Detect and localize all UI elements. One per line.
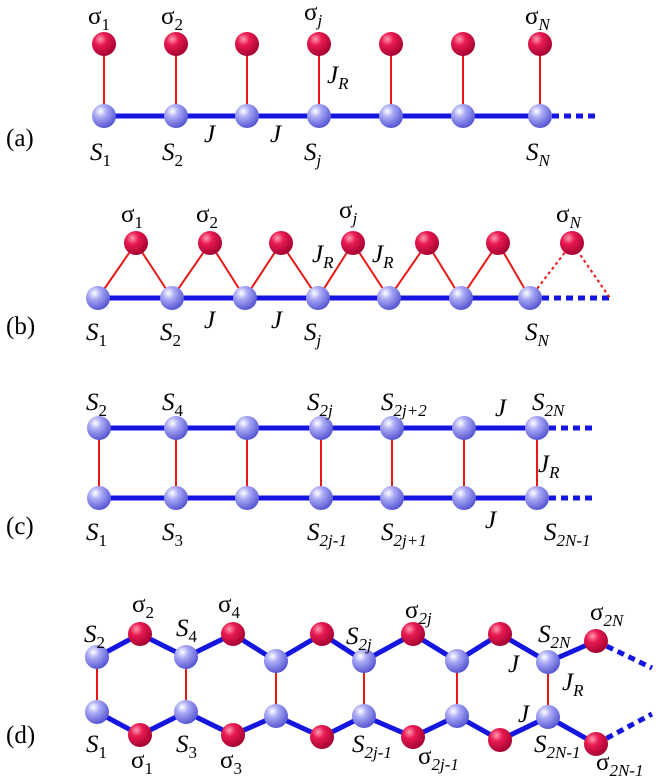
label-S-3: S3 [162,519,183,550]
panel-b: (b) σ1 σ2 σj σN JR JR J J S1 S2 Sj SN [6,197,611,350]
label-JR: JR [562,669,584,700]
panel-tag-d: (d) [6,722,35,749]
label-S-2j+2: S2j+2 [381,389,427,420]
label-S-2: S2 [84,621,105,652]
label-JR: JR [372,241,394,272]
label-sigma-1: σ1 [121,201,143,232]
label-J: J [508,651,521,678]
label-S-N: SN [526,139,552,170]
label-S-j: Sj [304,139,322,170]
label-JR: JR [538,451,560,482]
label-sigma-3: σ3 [220,747,242,778]
label-sigma-2: σ2 [161,3,183,34]
sigma-spins [124,231,584,255]
s-spins [92,104,552,128]
panel-c: (c) S2 S4 S2j S2j+2 S2N J JR J S1 S3 S2j… [6,389,597,550]
label-JR: JR [312,241,334,272]
panel-d: (d) σ2 σ4 σ2j σ2N S2 S4 S2j S2N J JR J S… [6,591,654,780]
label-J: J [495,395,508,422]
panel-tag-b: (b) [6,313,35,340]
label-S-1: S1 [86,519,107,550]
label-S-3: S3 [176,731,197,762]
label-J: J [204,307,217,334]
s-spins [85,645,560,729]
label-S-2N: S2N [532,389,566,420]
label-JR: JR [327,62,349,93]
label-sigma-2N: σ2N [590,599,625,630]
sigma-spins [128,622,608,756]
s-spins [87,416,549,510]
label-J: J [485,507,498,534]
label-S-1: S1 [86,731,107,762]
label-S-2: S2 [160,319,181,350]
sigma-spins [92,32,552,56]
label-S-1: S1 [90,139,111,170]
zigzag-bottom-dashed [594,711,654,747]
label-sigma-2: σ2 [132,591,154,622]
label-J: J [270,121,283,148]
label-S-1: S1 [86,319,107,350]
panel-tag-a: (a) [6,125,34,152]
label-sigma-2: σ2 [196,201,218,232]
s-spins [86,286,542,310]
rungs [96,657,549,717]
label-S-2: S2 [86,389,107,420]
label-sigma-4: σ4 [218,591,240,622]
label-S-j: Sj [304,319,322,350]
label-sigma-j: σj [339,197,357,228]
panel-tag-c: (c) [6,513,34,540]
label-sigma-2j: σ2j [405,597,432,628]
label-S-2N-1: S2N-1 [544,519,591,550]
zigzag-top-dashed [594,638,654,671]
label-S-2j+1: S2j+1 [381,519,427,550]
panel-a: (a) σ1 σ2 σj σN JR J J S1 S2 Sj SN [6,0,597,170]
label-S-2j-1: S2j-1 [307,519,347,550]
label-sigma-N: σN [556,201,582,232]
label-S-N: SN [525,319,551,350]
label-sigma-N: σN [525,3,551,34]
label-S-2j-1: S2j-1 [352,731,392,762]
label-S-4: S4 [176,615,198,646]
label-J: J [204,121,217,148]
label-S-2N-1: S2N-1 [534,731,581,762]
label-S-2j: S2j [346,623,372,654]
label-S-2j: S2j [307,389,333,420]
label-S-4: S4 [162,389,184,420]
label-sigma-1: σ1 [131,747,153,778]
label-J: J [518,701,531,728]
label-S-2N: S2N [538,621,572,652]
label-sigma-2j-1: σ2j-1 [418,743,459,774]
label-sigma-j: σj [304,0,322,30]
label-J: J [271,307,284,334]
label-sigma-2N-1: σ2N-1 [596,749,643,780]
label-S-2: S2 [162,139,183,170]
label-sigma-1: σ1 [88,3,110,34]
